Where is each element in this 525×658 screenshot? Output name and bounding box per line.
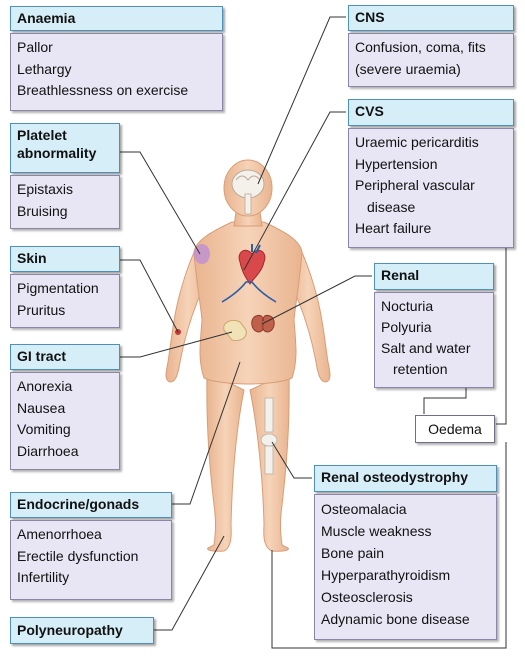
leader-osteo xyxy=(271,441,312,479)
list-item: Pruritus xyxy=(17,301,66,318)
list-item: Pigmentation xyxy=(17,280,99,296)
platelet-title-line1: Platelet xyxy=(17,127,67,143)
platelet-title-line2: abnormality xyxy=(17,145,97,161)
renal-list: Nocturia Polyuria Salt and water retenti… xyxy=(374,292,494,388)
list-item: Osteosclerosis xyxy=(321,589,413,605)
leader-cns xyxy=(257,16,346,185)
list-item: Amenorrhoea xyxy=(17,526,102,542)
platelet-title: Platelet abnormality xyxy=(10,123,120,173)
list-item: Breathlessness on exercise xyxy=(17,82,189,98)
list-item: Uraemic pericarditis xyxy=(355,134,479,150)
list-item: Erectile dysfunction xyxy=(17,547,139,564)
heart-icon xyxy=(238,244,266,285)
anaemia-list: Pallor Lethargy Breathlessness on exerci… xyxy=(10,33,223,111)
leader-renal xyxy=(261,275,372,325)
renal-title: Renal xyxy=(374,263,494,290)
skin-list: Pigmentation Pruritus xyxy=(10,274,120,328)
list-item: Peripheral vascular xyxy=(355,177,475,193)
gi-title: GI tract xyxy=(10,344,120,370)
leader-lines xyxy=(120,16,507,649)
list-item: Vomiting xyxy=(17,421,71,437)
oedema-box: Oedema xyxy=(415,415,495,443)
osteo-title: Renal osteodystrophy xyxy=(314,465,497,492)
leader-endocrine xyxy=(172,361,241,505)
list-item: (severe uraemia) xyxy=(355,60,461,77)
list-item: Salt and water xyxy=(381,340,471,356)
list-item: Diarrhoea xyxy=(17,442,79,459)
leader-cvs xyxy=(243,111,346,271)
list-item: Epistaxis xyxy=(17,181,74,197)
anaemia-title: Anaemia xyxy=(10,6,223,31)
list-item: Hyperparathyroidism xyxy=(321,567,451,583)
list-item: Bruising xyxy=(17,202,68,219)
list-item: Pallor xyxy=(17,39,53,55)
skin-title: Skin xyxy=(10,246,120,272)
list-item: Confusion, coma, fits xyxy=(355,39,486,55)
list-item: disease xyxy=(367,198,416,215)
bruise-icon xyxy=(194,244,210,264)
list-item: Infertility xyxy=(17,569,70,585)
osteo-list: Osteomalacia Muscle weakness Bone pain H… xyxy=(314,494,497,640)
torso xyxy=(193,221,303,385)
list-item: Polyuria xyxy=(381,319,432,335)
list-item: Nausea xyxy=(17,399,66,416)
leader-polyneuropathy xyxy=(154,535,225,631)
list-item: Osteomalacia xyxy=(321,501,407,517)
left-leg xyxy=(206,371,245,552)
endocrine-title: Endocrine/gonads xyxy=(10,492,172,518)
brain-icon xyxy=(231,169,265,215)
list-item: Nocturia xyxy=(381,298,434,314)
list-item: Adynamic bone disease xyxy=(321,611,470,627)
gi-list: Anorexia Nausea Vomiting Diarrhoea xyxy=(10,372,120,470)
list-item: Muscle weakness xyxy=(321,523,432,539)
list-item: Lethargy xyxy=(17,60,72,77)
human-figure xyxy=(165,159,331,552)
cvs-title: CVS xyxy=(348,99,514,126)
list-item: Anorexia xyxy=(17,378,73,394)
blood-vessels-icon xyxy=(221,281,277,303)
polyneuropathy-title: Polyneuropathy xyxy=(10,617,154,644)
list-item: Hypertension xyxy=(355,155,438,172)
endocrine-list: Amenorrhoea Erectile dysfunction Inferti… xyxy=(10,520,172,600)
leader-oedema-feet xyxy=(271,442,507,649)
list-item: Heart failure xyxy=(355,220,432,236)
platelet-list: Epistaxis Bruising xyxy=(10,175,120,229)
leader-platelet xyxy=(120,151,201,255)
list-item: retention xyxy=(393,361,448,377)
leader-skin xyxy=(120,259,179,333)
cvs-list: Uraemic pericarditis Hypertension Periph… xyxy=(348,128,514,248)
leader-gi xyxy=(120,331,233,358)
cns-list: Confusion, coma, fits (severe uraemia) xyxy=(348,33,514,87)
gi-tract-icon xyxy=(223,319,247,341)
bone-icon xyxy=(260,397,278,475)
cns-title: CNS xyxy=(348,5,514,31)
list-item: Bone pain xyxy=(321,545,385,561)
